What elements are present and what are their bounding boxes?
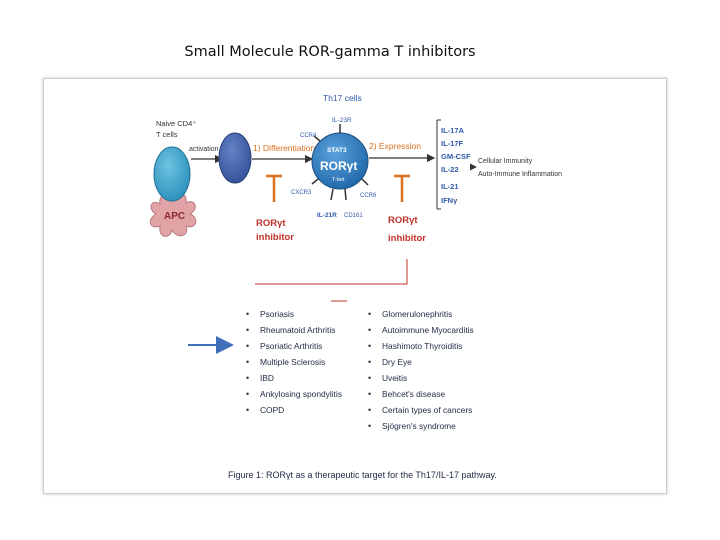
naive-cell-label-line2: T cells <box>156 130 178 139</box>
ccr4-stub <box>313 135 321 142</box>
activation-label: activation <box>189 146 219 153</box>
ccr6-stub <box>361 178 369 186</box>
outcome-cellular-immunity: Cellular Immunity <box>478 158 533 165</box>
inhibitor-left-line1: RORγt <box>256 218 286 229</box>
inhibitor-left-line2: inhibitor <box>256 232 294 243</box>
disease-item: Certain types of cancers <box>368 402 474 418</box>
cytokine-il21: IL-21 <box>441 182 459 191</box>
ccr6-label: CCR6 <box>360 193 377 199</box>
disease-item: Behcet's disease <box>368 386 474 402</box>
disease-item: Hashimoto Thyroiditis <box>368 338 474 354</box>
disease-list-right: Glomerulonephritis Autoimmune Myocarditi… <box>368 306 474 434</box>
disease-list-left: Psoriasis Rheumatoid Arthritis Psoriatic… <box>246 306 342 418</box>
tbet-label: T-bet <box>332 177 345 183</box>
stat3-label: STAT3 <box>327 147 347 154</box>
cytokine-il17a: IL-17A <box>441 126 465 135</box>
naive-cell-label: Naive CD4⁺ <box>156 119 196 128</box>
disease-item: Multiple Sclerosis <box>246 354 342 370</box>
inhibitor-right-line2: inhibitor <box>388 233 426 244</box>
disease-item: Autoimmune Myocarditis <box>368 322 474 338</box>
slide-title: Small Molecule ROR-gamma T inhibitors <box>184 44 476 60</box>
cd161-stub <box>344 188 347 201</box>
il21r-stub <box>330 188 334 201</box>
inhibitor-left-tbar <box>266 174 282 202</box>
inhibitor-right-line1: RORγt <box>388 215 418 226</box>
disease-item: Psoriasis <box>246 306 342 322</box>
disease-item: Ankylosing spondylitis <box>246 386 342 402</box>
figure-frame <box>43 78 667 494</box>
disease-item: Rheumatoid Arthritis <box>246 322 342 338</box>
activated-t-cell <box>218 132 252 184</box>
outcome-autoimmune: Auto-Immune Inflammation <box>478 171 562 178</box>
th17-label: Th17 cells <box>323 93 362 103</box>
ccr4-label: CCR4 <box>300 133 317 139</box>
disease-item: IBD <box>246 370 342 386</box>
cytokine-gmcsf: GM-CSF <box>441 152 471 161</box>
disease-item: Glomerulonephritis <box>368 306 474 322</box>
expression-label: 2) Expression <box>369 141 421 151</box>
cxcr3-stub <box>311 178 319 185</box>
disease-item: COPD <box>246 402 342 418</box>
figure-caption: Figure 1: RORγt as a therapeutic target … <box>228 470 497 480</box>
il21r-label: IL-21R <box>317 212 337 219</box>
naive-t-cell <box>153 146 191 202</box>
roryt-core-label: RORγt <box>320 159 357 173</box>
cytokine-ifng: IFNγ <box>441 196 458 205</box>
differentiation-label: 1) Differentiation <box>253 143 315 153</box>
il23r-label: IL-23R <box>332 117 352 124</box>
cytokine-il22: IL-22 <box>441 165 459 174</box>
cxcr3-label: CXCR3 <box>291 190 312 196</box>
inhibitor-connector-line <box>255 259 408 285</box>
cd161-label: CD161 <box>344 213 363 219</box>
disease-item: Uveitis <box>368 370 474 386</box>
apc-label: APC <box>164 211 185 222</box>
inhibitor-right-tbar <box>394 174 410 202</box>
disease-item: Sjögren's syndrome <box>368 418 474 434</box>
disease-item: Psoriatic Arthritis <box>246 338 342 354</box>
cytokine-il17f: IL-17F <box>441 139 464 148</box>
disease-item: Dry Eye <box>368 354 474 370</box>
